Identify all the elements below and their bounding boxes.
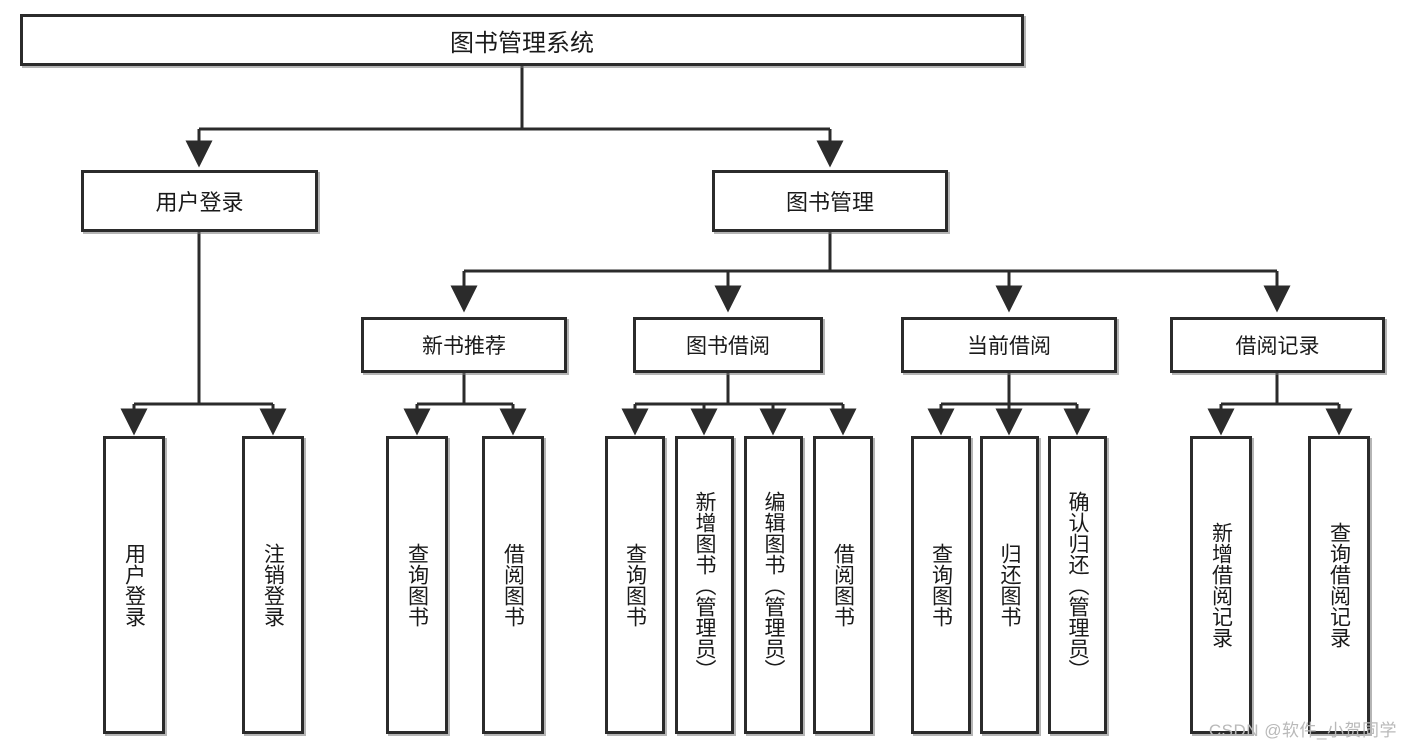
leaf-label: 新增图书（管理员） <box>693 490 716 680</box>
node-book-manage-label: 图书管理 <box>785 190 874 215</box>
node-book-manage[interactable]: 图书管理 <box>712 170 948 232</box>
node-user-login[interactable]: 用户登录 <box>81 170 318 232</box>
leaf-user-login-0[interactable]: 用户登录 <box>103 436 165 734</box>
node-book-borrow[interactable]: 图书借阅 <box>633 317 823 373</box>
node-root-label: 图书管理系统 <box>450 29 594 57</box>
node-new-book-label: 新书推荐 <box>422 335 506 358</box>
leaf-user-login-1[interactable]: 注销登录 <box>242 436 304 734</box>
leaf-borrow-record-0[interactable]: 新增借阅记录 <box>1190 436 1252 734</box>
leaf-label: 编辑图书（管理员） <box>762 490 785 680</box>
leaf-label: 查询图书 <box>623 543 647 627</box>
node-book-borrow-label: 图书借阅 <box>686 335 770 358</box>
leaf-current-borrow-1[interactable]: 归还图书 <box>980 436 1039 734</box>
leaf-label: 用户登录 <box>122 543 146 627</box>
node-root[interactable]: 图书管理系统 <box>20 14 1024 66</box>
leaf-label: 新增借阅记录 <box>1209 522 1233 648</box>
leaf-label: 确认归还（管理员） <box>1066 490 1089 680</box>
leaf-label: 借阅图书 <box>501 543 525 627</box>
leaf-new-book-1[interactable]: 借阅图书 <box>482 436 544 734</box>
leaf-label: 借阅图书 <box>831 543 855 627</box>
leaf-book-borrow-3[interactable]: 借阅图书 <box>813 436 873 734</box>
leaf-current-borrow-2[interactable]: 确认归还（管理员） <box>1048 436 1107 734</box>
node-current-borrow[interactable]: 当前借阅 <box>901 317 1117 373</box>
leaf-label: 查询图书 <box>405 543 429 627</box>
leaf-label: 归还图书 <box>998 543 1021 627</box>
leaf-label: 查询图书 <box>929 543 953 627</box>
node-borrow-record[interactable]: 借阅记录 <box>1170 317 1385 373</box>
leaf-book-borrow-2[interactable]: 编辑图书（管理员） <box>744 436 803 734</box>
leaf-new-book-0[interactable]: 查询图书 <box>386 436 448 734</box>
node-new-book[interactable]: 新书推荐 <box>361 317 567 373</box>
leaf-book-borrow-0[interactable]: 查询图书 <box>605 436 665 734</box>
leaf-current-borrow-0[interactable]: 查询图书 <box>911 436 971 734</box>
node-borrow-record-label: 借阅记录 <box>1235 335 1320 358</box>
leaf-borrow-record-1[interactable]: 查询借阅记录 <box>1308 436 1370 734</box>
leaf-label: 注销登录 <box>261 543 285 627</box>
node-user-login-label: 用户登录 <box>155 190 244 215</box>
leaf-book-borrow-1[interactable]: 新增图书（管理员） <box>675 436 734 734</box>
leaf-label: 查询借阅记录 <box>1327 522 1351 648</box>
node-current-borrow-label: 当前借阅 <box>967 335 1051 358</box>
